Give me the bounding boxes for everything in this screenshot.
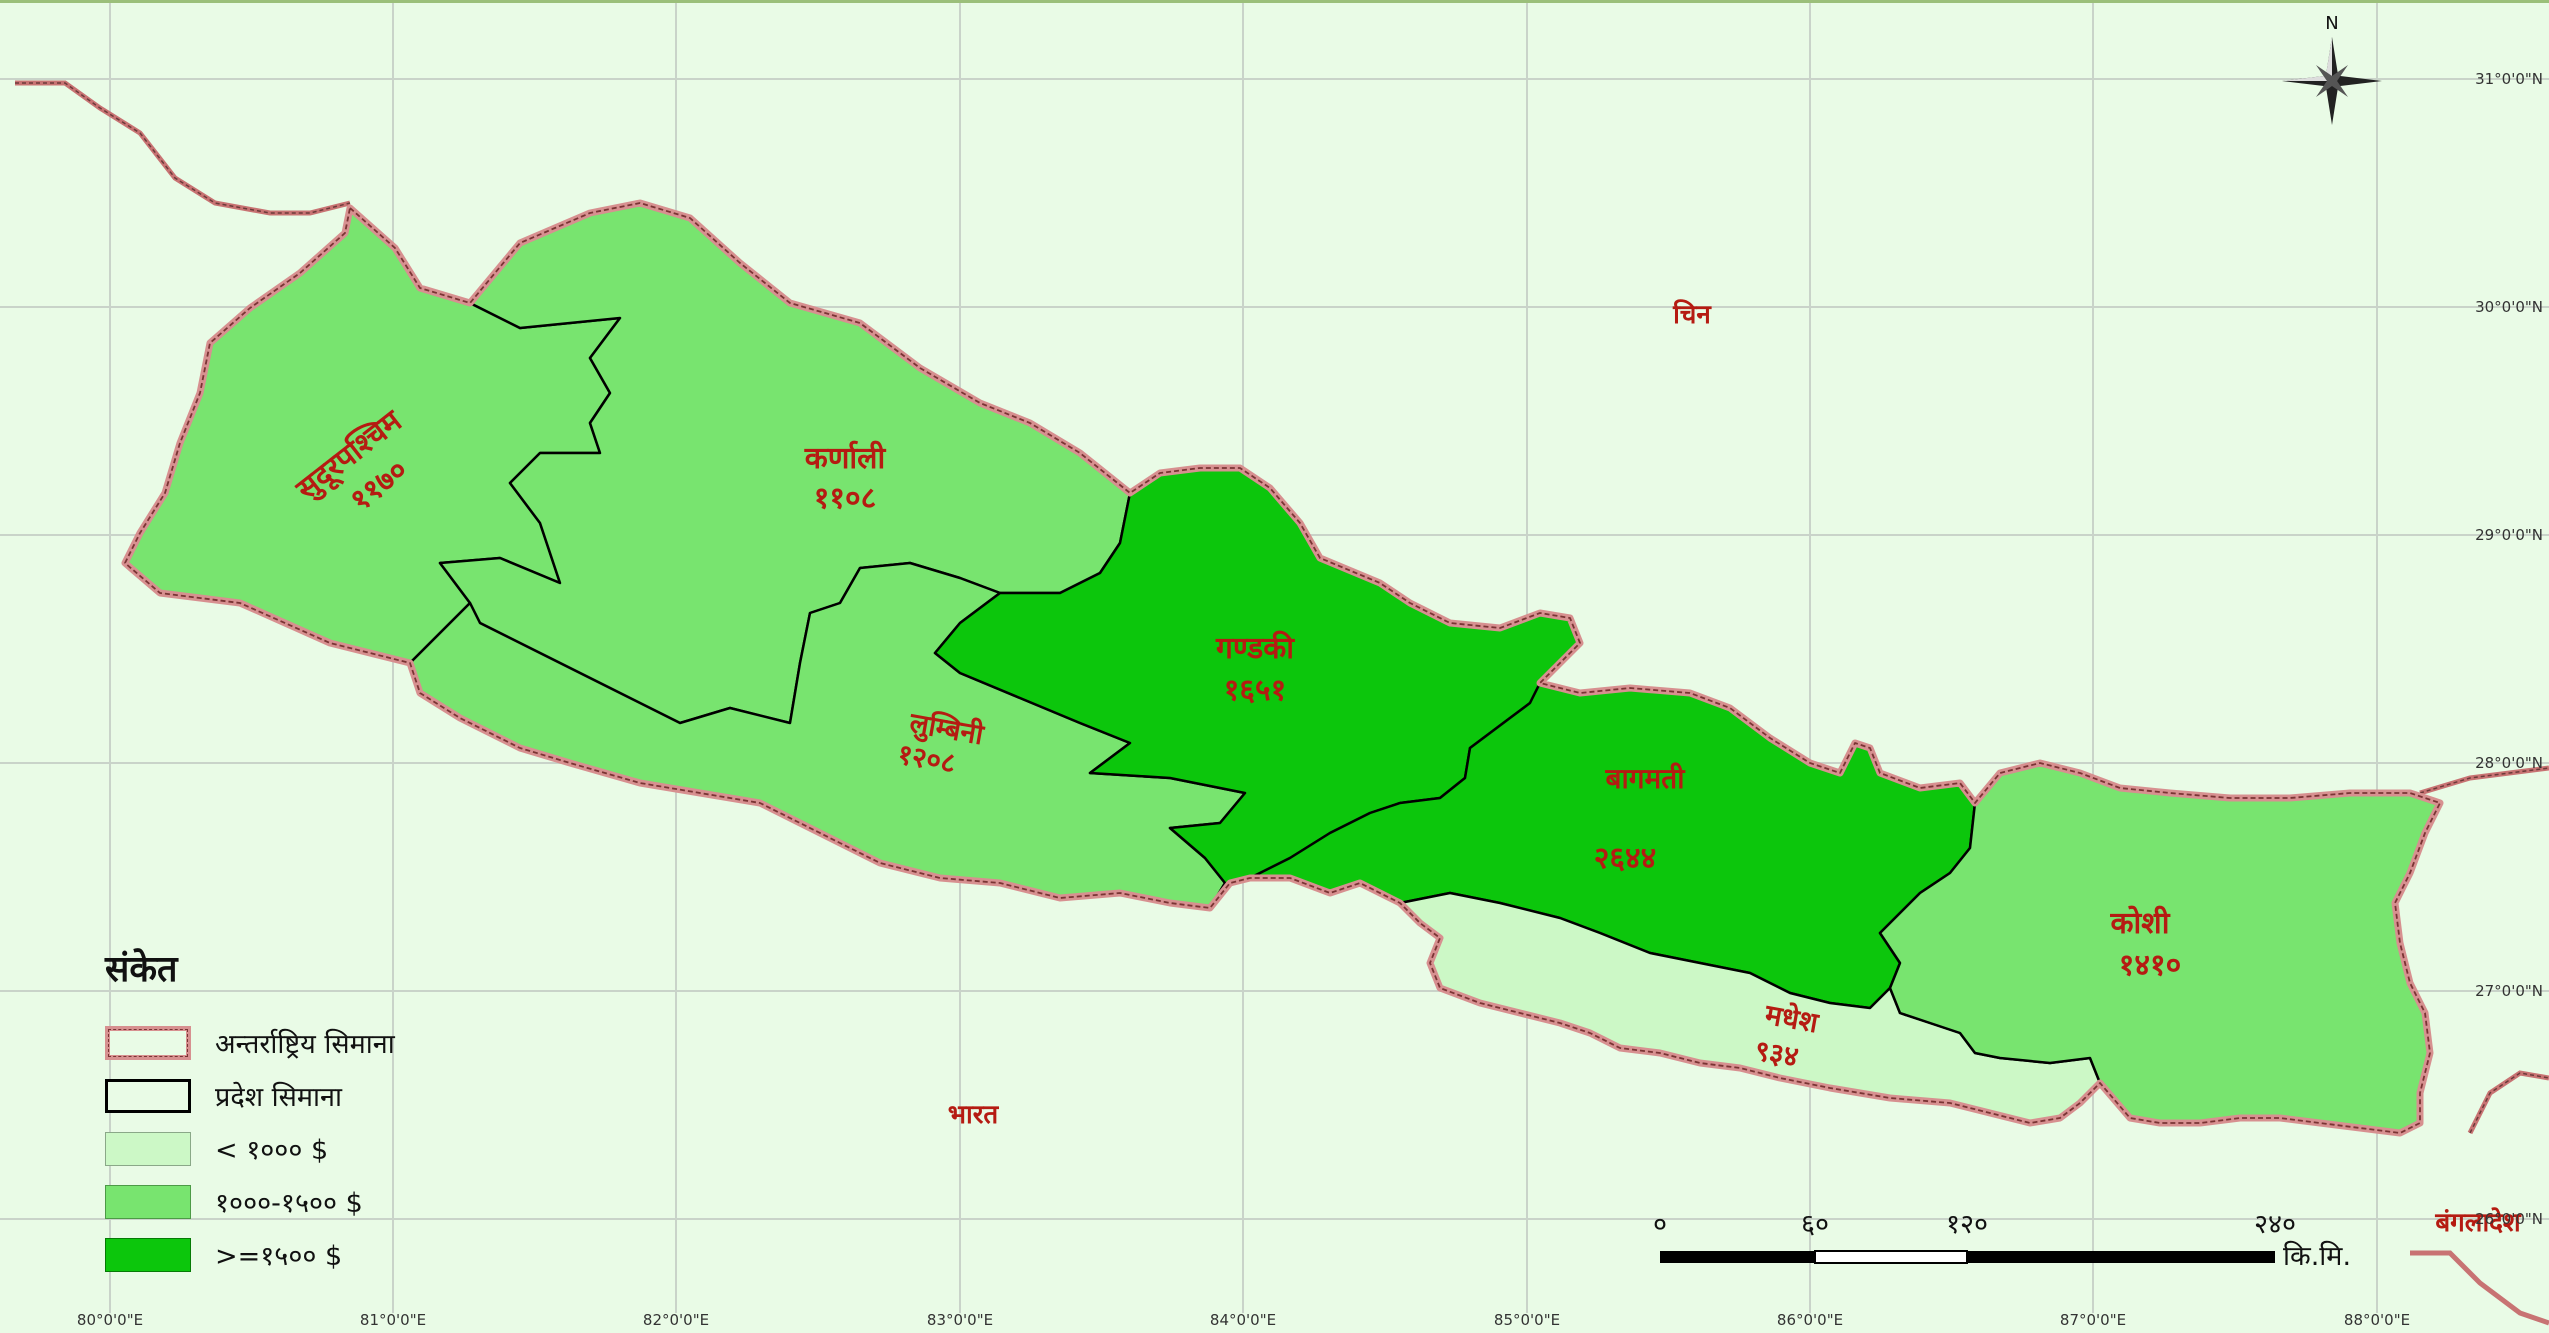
scale-segment-2: [1814, 1250, 1968, 1264]
scale-unit: कि.मि.: [2283, 1240, 2351, 1272]
scale-tick-240: २४०: [2254, 1209, 2296, 1240]
scale-segment-1: [1660, 1251, 1815, 1263]
country-label-india: भारत: [948, 1100, 1000, 1130]
foreign-borders-inner: [15, 82, 2549, 1134]
lat-label-29: 29°0'0"N: [2475, 526, 2543, 544]
legend-title: संकेत: [105, 949, 178, 990]
province-value-bagmati: २६४४: [1594, 841, 1656, 876]
province-value-madhesh: ९३४: [1752, 1034, 1801, 1074]
lon-label-81: 81°0'0"E: [360, 1311, 426, 1329]
legend-swatch-low: [105, 1131, 191, 1166]
province-name-koshi: कोशी: [2110, 905, 2171, 941]
lon-label-80: 80°0'0"E: [77, 1311, 143, 1329]
provinces: [123, 201, 2442, 1135]
lon-label-84: 84°0'0"E: [1210, 1311, 1276, 1329]
lat-label-28: 28°0'0"N: [2475, 754, 2543, 772]
legend-item-high: >=१५०० $: [105, 1228, 525, 1281]
bangladesh-border-south: [2410, 1250, 2549, 1326]
lat-label-27: 27°0'0"N: [2475, 982, 2543, 1000]
lat-label-26: 26°0'0"N: [2475, 1210, 2543, 1228]
legend-swatch-province-border: [105, 1078, 191, 1113]
nepal-international-border: [121, 199, 2444, 1137]
india-bangladesh-border: [2467, 1070, 2549, 1135]
lon-label-88: 88°0'0"E: [2344, 1311, 2410, 1329]
legend-label-mid: १०००-१५०० $: [215, 1188, 363, 1219]
legend-swatch-high: [105, 1237, 191, 1272]
lon-label-86: 86°0'0"E: [1777, 1311, 1843, 1329]
legend-swatch-mid: [105, 1184, 191, 1219]
country-labels: चिन भारत बंगलादेश: [948, 299, 2522, 1238]
scale-tick-0: ०: [1653, 1209, 1667, 1240]
legend-item-international-border: अन्तर्राष्ट्रिय सिमाना: [105, 1016, 525, 1069]
legend: संकेत अन्तर्राष्ट्रिय सिमाना प्रदेश सिमा…: [105, 943, 525, 1281]
lon-label-82: 82°0'0"E: [643, 1311, 709, 1329]
map-canvas: सुदूरपश्चिम ११७० कर्णाली ११०८ लुम्बिनी १…: [0, 3, 2549, 1329]
lon-label-87: 87°0'0"E: [2060, 1311, 2126, 1329]
scale-tick-60: ६०: [1801, 1209, 1829, 1240]
scale-bar: ० ६० १२० २४० कि.मि.: [1653, 1209, 2351, 1272]
legend-item-province-border: प्रदेश सिमाना: [105, 1069, 525, 1122]
lat-label-31: 31°0'0"N: [2475, 70, 2543, 88]
india-china-border-west: [15, 80, 351, 216]
legend-label-international-border: अन्तर्राष्ट्रिय सिमाना: [215, 1029, 395, 1060]
country-label-china: चिन: [1672, 299, 1712, 330]
province-name-karnali: कर्णाली: [804, 440, 887, 476]
latitude-labels: 31°0'0"N 30°0'0"N 29°0'0"N 28°0'0"N 27°0…: [2475, 70, 2543, 1228]
province-name-bagmati: बागमती: [1605, 762, 1687, 795]
province-name-gandaki: गण्डकी: [1215, 630, 1295, 666]
legend-label-province-border: प्रदेश सिमाना: [215, 1082, 343, 1113]
legend-swatch-international-border: [105, 1025, 191, 1060]
north-arrow-icon: N: [2282, 13, 2382, 125]
legend-label-high: >=१५०० $: [215, 1241, 343, 1272]
province-value-koshi: १४१०: [2119, 948, 2181, 983]
longitude-labels: 80°0'0"E 81°0'0"E 82°0'0"E 83°0'0"E 84°0…: [77, 1311, 2410, 1329]
country-label-bangladesh: बंगलादेश: [2434, 1207, 2522, 1238]
legend-label-low: < १००० $: [215, 1135, 329, 1166]
province-value-karnali: ११०८: [814, 481, 876, 516]
legend-item-low: < १००० $: [105, 1122, 525, 1175]
scale-segment-3: [1967, 1251, 2275, 1263]
scale-tick-120: १२०: [1946, 1209, 1988, 1240]
legend-item-mid: १०००-१५०० $: [105, 1175, 525, 1228]
province-value-gandaki: १६५१: [1224, 673, 1286, 708]
north-label: N: [2325, 13, 2338, 34]
lon-label-85: 85°0'0"E: [1494, 1311, 1560, 1329]
lat-label-30: 30°0'0"N: [2475, 298, 2543, 316]
lon-label-83: 83°0'0"E: [927, 1311, 993, 1329]
